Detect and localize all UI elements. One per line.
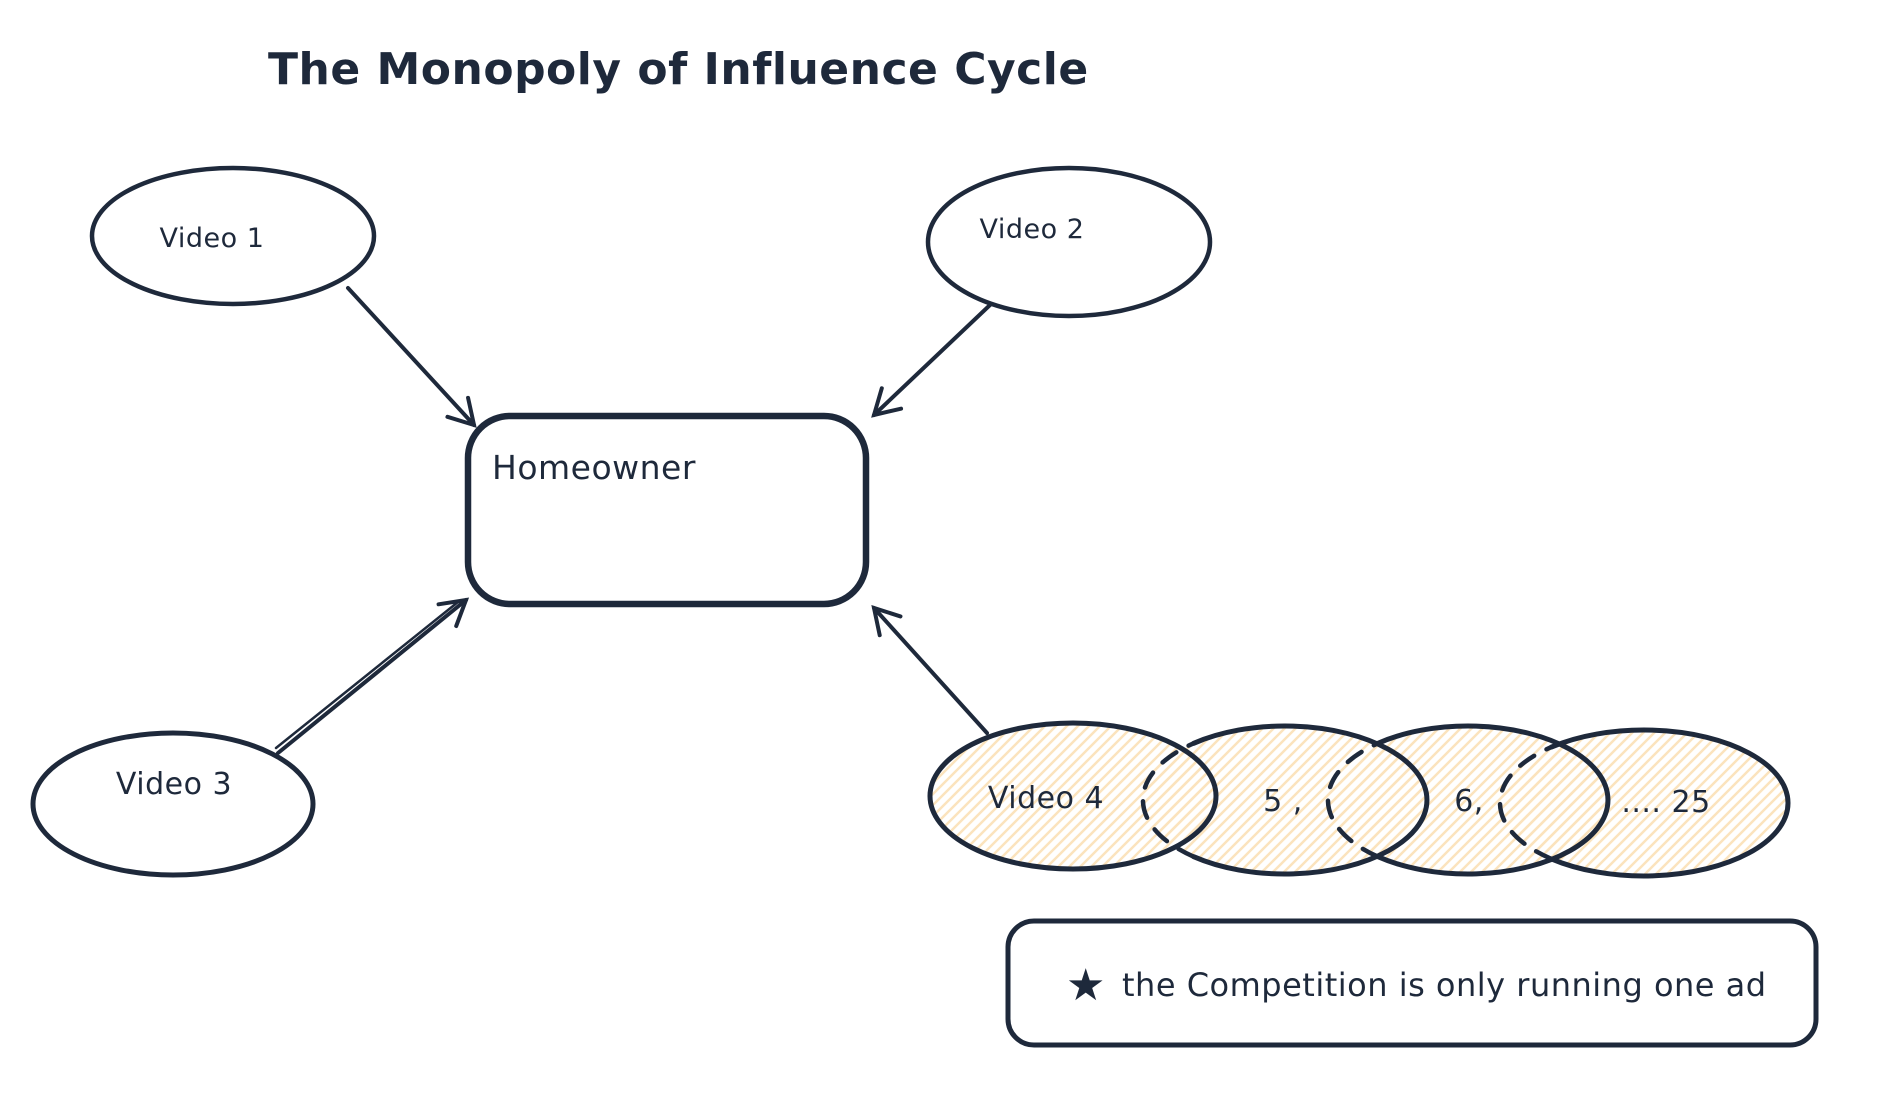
arrow-video2-to-homeowner <box>871 303 992 418</box>
video-1-ellipse <box>89 165 377 307</box>
arrows <box>274 286 992 755</box>
node-homeowner: Homeowner <box>464 412 870 608</box>
node-video-1: Video 1 <box>89 165 377 307</box>
video-5-outline-dashed <box>1140 741 1196 859</box>
arrow-video3-to-homeowner <box>276 597 470 755</box>
video-5-label: 5 , <box>1263 784 1303 819</box>
video-25-label: .... 25 <box>1621 785 1710 820</box>
arrow-video4-to-homeowner <box>871 605 989 735</box>
diagram-title: The Monopoly of Influence Cycle <box>268 44 1089 95</box>
video-6-outline <box>1375 723 1611 877</box>
arrow-video3-second-stroke <box>274 600 460 750</box>
video-25-outline <box>1548 727 1791 879</box>
video-25-outline-dashed <box>1497 744 1554 862</box>
video-3-label: Video 3 <box>116 767 232 802</box>
note-rect <box>1005 918 1819 1048</box>
homeowner-rect <box>464 412 870 608</box>
video-1-label: Video 1 <box>160 223 265 254</box>
video-25-fill <box>1500 730 1788 876</box>
note-text: the Competition is only running one ad <box>1122 966 1767 1004</box>
node-video-3: Video 3 <box>30 730 316 878</box>
competition-note: ★ the Competition is only running one ad <box>1005 918 1819 1048</box>
video-5-outline <box>1191 723 1430 877</box>
arrow-video1-to-homeowner <box>346 286 477 428</box>
homeowner-label: Homeowner <box>492 448 696 487</box>
video-4-outline <box>927 720 1219 872</box>
video-6-outline-dashed <box>1325 741 1381 859</box>
video-3-ellipse <box>30 730 316 878</box>
video-2-ellipse <box>925 165 1213 319</box>
star-icon: ★ <box>1066 960 1106 1011</box>
video-6-label: 6, <box>1454 784 1484 819</box>
video-2-label: Video 2 <box>980 214 1085 245</box>
node-video-2: Video 2 <box>925 165 1213 319</box>
video-4-fill <box>930 723 1216 869</box>
video-4-label: Video 4 <box>988 781 1104 816</box>
node-video-series-cluster: Video 4 5 , 6, .... 25 <box>927 720 1791 879</box>
